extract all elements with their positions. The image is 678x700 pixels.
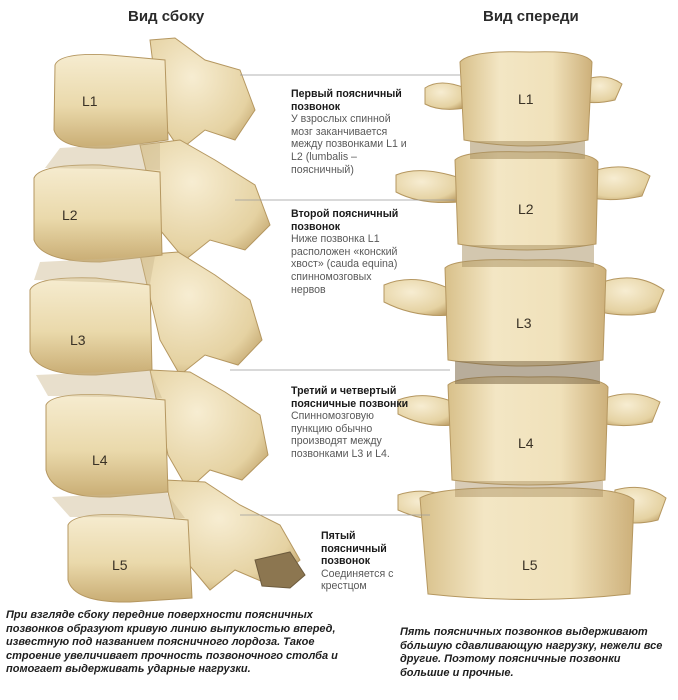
front-label-l5: L5 (522, 557, 538, 573)
front-view-spine: L1 L2 L3 L4 L5 (383, 51, 667, 600)
note-l5: Пятый поясничный позвонок Соединяется с … (321, 530, 401, 593)
vertebrae-illustration: L1 L2 L3 L4 L5 L1 L2 L3 L4 L5 (29, 37, 667, 603)
caption-load: Пять поясничных позвонков выдерживают бó… (400, 626, 663, 679)
front-label-l1: L1 (518, 91, 534, 107)
side-label-l5: L5 (112, 557, 128, 573)
note-l2-body: Ниже позвонка L1 расположен «конский хво… (291, 233, 398, 296)
front-view-heading: Вид спереди (483, 8, 579, 25)
note-l3-l4-body: Спинномозговую пункцию обычно производят… (291, 410, 390, 460)
front-label-l3: L3 (516, 315, 532, 331)
front-label-l2: L2 (518, 201, 534, 217)
note-l5-body: Соединяется с крестцом (321, 567, 394, 593)
side-label-l2: L2 (62, 207, 78, 223)
note-l3-l4: Третий и четвертый поясничные позвонки С… (291, 385, 416, 461)
front-label-l4: L4 (518, 435, 534, 451)
note-l1-body: У взрослых спинной мозг заканчивается ме… (291, 113, 407, 176)
side-view-heading: Вид сбоку (128, 8, 205, 25)
side-label-l4: L4 (92, 452, 108, 468)
side-view-spine: L1 L2 L3 L4 L5 (29, 37, 306, 603)
note-l2-title: Второй поясничный позвонок (291, 208, 399, 233)
side-label-l1: L1 (82, 93, 98, 109)
side-label-l3: L3 (70, 332, 86, 348)
note-l2: Второй поясничный позвонок Ниже позвонка… (291, 208, 401, 296)
note-l1-title: Первый поясничный позвонок (291, 88, 402, 113)
caption-lordosis: При взгляде сбоку передние поверхности п… (6, 609, 338, 675)
note-l1: Первый поясничный позвонок У взрослых сп… (291, 88, 409, 176)
note-l5-title: Пятый поясничный позвонок (321, 530, 387, 568)
note-l3-l4-title: Третий и четвертый поясничные позвонки (291, 385, 409, 410)
leader-lines (230, 74, 460, 516)
